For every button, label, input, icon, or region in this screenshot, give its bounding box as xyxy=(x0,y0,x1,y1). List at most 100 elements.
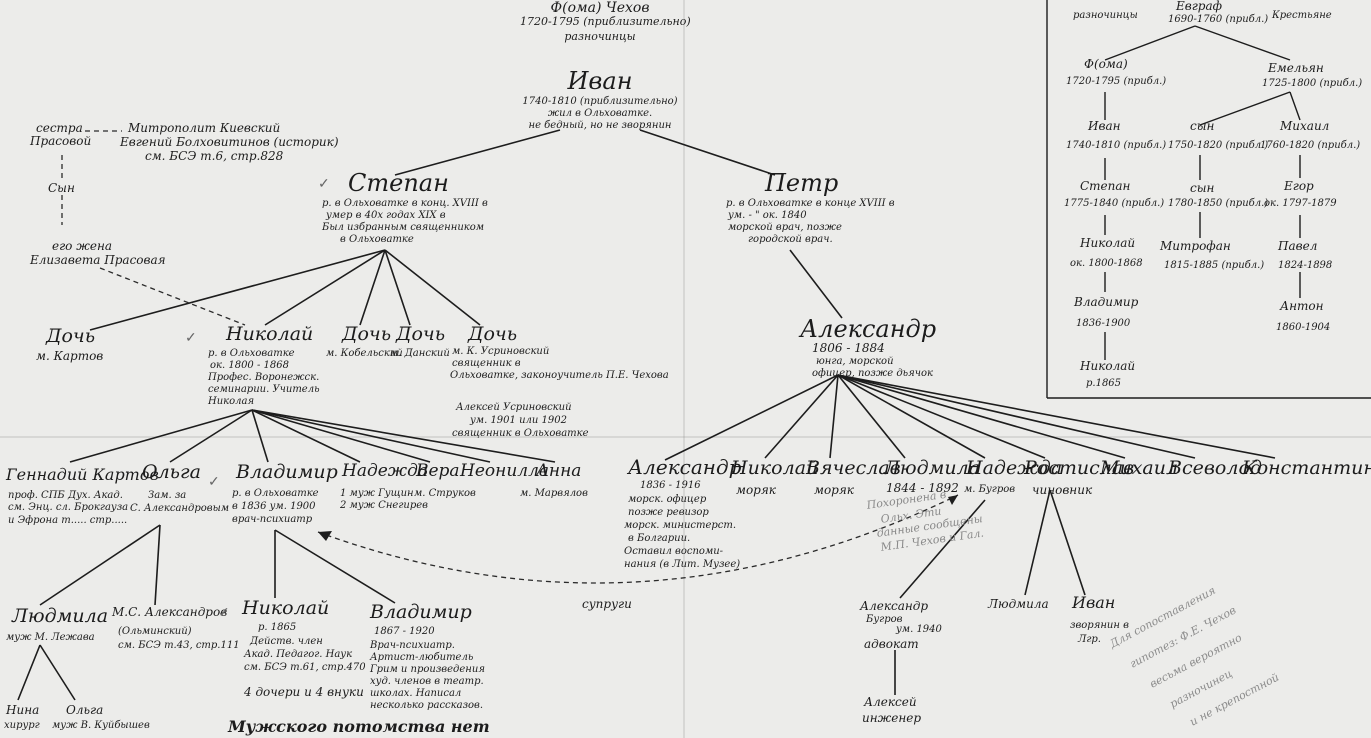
ivan-jr-name: Иван xyxy=(1072,593,1116,612)
inset-m1-name: сын xyxy=(1190,181,1215,195)
nikolai-acad-note-5: 4 дочери и 4 внуки xyxy=(244,685,364,699)
ludmila-sr-name: Людмила xyxy=(884,457,981,479)
alexandrov-note-1: (Ольминский) xyxy=(118,626,192,637)
doch-dansky-name: Дочь xyxy=(396,323,446,345)
alexander-jr-note-1: 1836 - 1916 xyxy=(640,480,701,491)
stepan-name: Степан xyxy=(348,169,449,197)
inset-l0-dates: 1720-1795 (прибл.) xyxy=(1066,76,1167,87)
inset-r4-name: Антон xyxy=(1280,299,1324,313)
alexander-jr-note-5: в Болгарии. xyxy=(628,533,691,544)
petr-note-4: городской врач. xyxy=(748,234,833,245)
metropolit-2: Евгений Болховитинов (историк) xyxy=(120,135,339,149)
ivan-note-2: жил в Ольховатке. xyxy=(547,108,653,119)
doch-kartov-note: м. Картов xyxy=(36,349,104,363)
doch-kobelsky-note: м. Кобельский xyxy=(326,348,403,359)
inset-l5-name: Николай xyxy=(1080,359,1136,373)
vladimir-note-3: врач-психиатр xyxy=(232,514,313,525)
alexander-bugrov-note-2: ум. 1940 xyxy=(896,624,942,635)
inset-top-name: Евграф xyxy=(1176,0,1223,13)
wife-label-1: его жена xyxy=(52,239,113,253)
son-label: Сын xyxy=(48,181,75,195)
petr-note-3: морской врач, позже xyxy=(728,222,842,233)
nina-name: Нина xyxy=(6,703,40,717)
alexander-sr-note-1: 1806 - 1884 xyxy=(812,341,885,355)
inset-left-label: разночинцы xyxy=(1073,10,1138,21)
paper-fold xyxy=(683,0,685,738)
nadezhda-note-2: 2 муж Снегирев xyxy=(340,500,428,511)
vladimir-psych-note-7: несколько рассказов. xyxy=(370,700,484,711)
wife-label-2: Елизавета Прасовая xyxy=(30,253,166,267)
nikolai-note-1: р. в Ольховатке xyxy=(208,348,295,359)
vladimir-psych-note-5: худ. членов в театр. xyxy=(370,676,484,687)
olga-note-1: Зам. за xyxy=(148,490,187,501)
nikolai-acad-note-2: Действ. член xyxy=(250,636,323,647)
inset-right-label: Крестьяне xyxy=(1272,10,1332,21)
ancestor-name: Ф(ома) Чехов xyxy=(550,0,650,16)
alexander-jr-note-3: позже ревизор xyxy=(628,507,709,518)
alexei-engineer-name: Алексей xyxy=(864,695,917,709)
alexander-bugrov-note-3: адвокат xyxy=(864,637,919,651)
nina-note: хирург xyxy=(4,720,40,731)
rostislav-note: чиновник xyxy=(1032,483,1093,497)
ivan-jr-note-1: зворянин в xyxy=(1070,620,1129,631)
ivan-note-3: не бедный, но не зворянин xyxy=(528,120,672,131)
nadezhda-bugrova-note: м. Бугров xyxy=(964,484,1016,495)
petr-note-1: р. в Ольховатке в конце XVIII в xyxy=(726,198,895,209)
doch-usr-note-1: м. К. Усриновский xyxy=(452,346,550,357)
inset-l3-dates: ок. 1800-1868 xyxy=(1070,258,1143,269)
alexandrov-note-2: см. БСЭ т.43, стр.111 xyxy=(118,640,240,651)
ludmila-jr-name: Людмила xyxy=(988,597,1049,611)
alexander-bugrov-note-1: Бугров xyxy=(866,614,903,625)
inset-r3-name: Павел xyxy=(1278,239,1318,253)
alexei-usr-2: ум. 1901 или 1902 xyxy=(470,415,567,426)
olga-name: Ольга xyxy=(142,461,201,483)
vyacheslav-name: Вячеслав xyxy=(806,457,901,479)
alexander-sr-note-3: офицер, позже дьячок xyxy=(812,368,933,379)
nikolai-note-5: Николая xyxy=(208,396,255,407)
nikolai-name: Николай xyxy=(226,323,314,345)
nadezhda-bugrova-name: Надежда xyxy=(966,457,1063,479)
ivan-jr-note-2: Лгр. xyxy=(1078,634,1101,645)
nikolai-moryak-note: моряк xyxy=(736,483,776,497)
inset-l4-name: Владимир xyxy=(1074,295,1139,309)
vladimir-note-1: р. в Ольховатке xyxy=(232,488,319,499)
doch-kartov-name: Дочь xyxy=(46,325,96,347)
olga-note-2: С. Александровым xyxy=(130,503,230,514)
ancestor-dates: 1720-1795 (приблизительно) xyxy=(520,15,691,28)
check-mark: ✓ xyxy=(185,330,197,346)
alexandrov-name: М.С. Александров xyxy=(112,605,228,619)
nikolai-note-3: Профес. Воронежск. xyxy=(208,372,320,383)
inset-l0-name: Ф(ома) xyxy=(1084,57,1128,71)
doch-usr-note-3: Ольховатке, законоучитель П.Е. Чехова xyxy=(450,370,669,381)
nikolai-moryak-name: Николай xyxy=(731,457,819,479)
check-mark: ✓ xyxy=(218,605,230,621)
vladimir-psych-note-1: 1867 - 1920 xyxy=(374,626,435,637)
alexander-jr-note-2: морск. офицер xyxy=(628,494,707,505)
alexander-sr-note-2: юнга, морской xyxy=(816,356,894,367)
petr-note-2: ум. - " ок. 1840 xyxy=(728,210,807,221)
neonilla-name: Неонилла xyxy=(460,461,550,481)
inset-m0-name: сын xyxy=(1190,119,1215,133)
alexander-jr-name: Александр xyxy=(628,455,742,479)
inset-l3-name: Николай xyxy=(1080,236,1136,250)
alexander-bugrov-name: Александр xyxy=(860,599,929,613)
inset-r1-name: Михаил xyxy=(1280,119,1330,133)
inset-r1-dates: 1760-1820 (прибл.) xyxy=(1260,140,1361,151)
gennady-note-1: проф. СПБ Дух. Акад. xyxy=(8,490,123,501)
sestra-label: сестра xyxy=(36,121,83,135)
stepan-note-1: р. в Ольховатке в конц. XVIII в xyxy=(322,198,488,209)
ivan-note-1: 1740-1810 (приблизительно) xyxy=(522,96,678,107)
vladimir-name: Владимир xyxy=(236,461,338,483)
metropolit-1: Митрополит Киевский xyxy=(128,121,281,135)
doch-usr-note-2: священник в xyxy=(452,358,521,369)
stepan-note-2: умер в 40х годах XIX в xyxy=(326,210,446,221)
alexander-jr-note-6: Оставил воспоми- xyxy=(624,546,724,557)
olga-kuibyshev-name: Ольга xyxy=(66,703,104,717)
inset-m2-dates: 1815-1885 (прибл.) xyxy=(1164,260,1265,271)
gennady-name: Геннадий Картов xyxy=(6,465,159,484)
mikhail-name: Михаил xyxy=(1100,457,1179,479)
inset-m2-name: Митрофан xyxy=(1160,239,1231,253)
inset-r3-dates: 1824-1898 xyxy=(1278,260,1333,271)
nikolai-acad-note-4: см. БСЭ т.61, стр.470 xyxy=(244,662,366,673)
